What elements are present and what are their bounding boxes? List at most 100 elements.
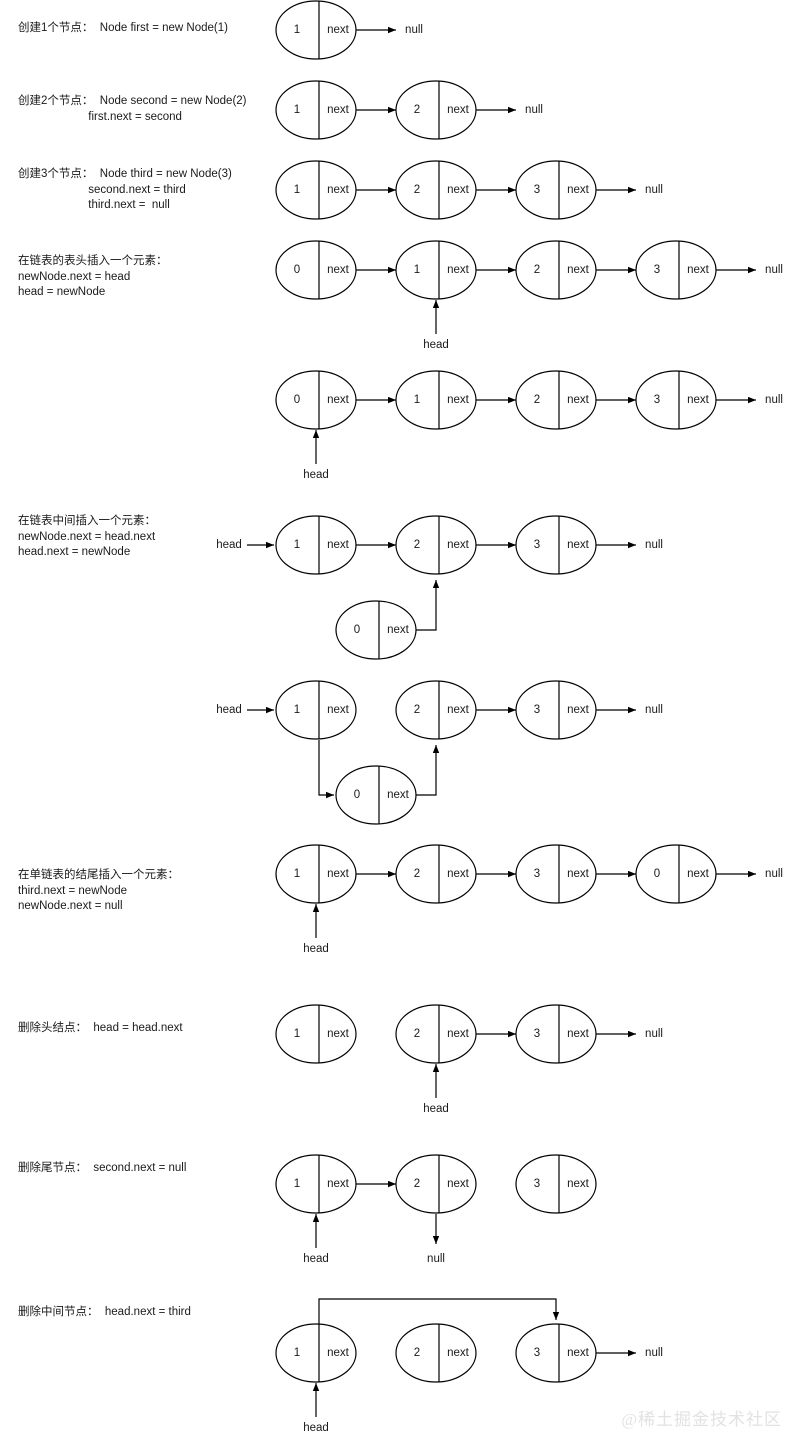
node-ellipse	[395, 844, 477, 904]
list-node[interactable]: 3 next	[635, 240, 717, 300]
node-ellipse	[395, 1154, 477, 1214]
node-ellipse	[515, 515, 597, 575]
node-value: 3	[654, 264, 660, 276]
null-label: null	[645, 184, 663, 196]
node-next-field: next	[327, 24, 350, 36]
node-value: 2	[414, 104, 420, 116]
caption-delete-middle: 删除中间节点： head.next = third	[18, 1305, 191, 1321]
node-value: 1	[294, 1178, 300, 1190]
caption-line: 删除尾节点： second.next = null	[18, 1162, 187, 1174]
node-next-field: next	[447, 539, 470, 551]
node-next-field: next	[447, 704, 470, 716]
node-ellipse	[275, 370, 357, 430]
head-label: head	[216, 539, 242, 551]
node-next-field: next	[387, 789, 410, 801]
node-next-field: next	[327, 104, 350, 116]
node-ellipse	[515, 370, 597, 430]
caption-line: newNode.next = null	[18, 900, 123, 912]
node-next-field: next	[447, 104, 470, 116]
node-next-field: next	[447, 1347, 470, 1359]
caption-line: first.next = second	[18, 110, 182, 123]
list-node[interactable]: 2 next	[395, 515, 477, 575]
null-label: null	[645, 1347, 663, 1359]
node-value: 2	[534, 264, 540, 276]
node-next-field: next	[567, 868, 590, 880]
node-next-field: next	[327, 1347, 350, 1359]
node-value: 1	[294, 184, 300, 196]
node-value: 1	[294, 704, 300, 716]
node-value: 1	[294, 1028, 300, 1040]
caption-create-3: 创建3个节点： Node third = new Node(3) second.…	[18, 167, 232, 214]
node-value: 0	[354, 789, 360, 801]
list-node[interactable]: 1 next	[275, 160, 357, 220]
list-node[interactable]: 2 next	[395, 80, 477, 140]
caption-line: 创建1个节点： Node first = new Node(1)	[18, 22, 228, 34]
node1-to-new-node	[318, 740, 334, 799]
node-ellipse	[275, 1323, 357, 1383]
node-next-field: next	[327, 184, 350, 196]
node-value: 1	[414, 394, 420, 406]
null-label: null	[645, 704, 663, 716]
null-label: null	[405, 24, 423, 36]
node-ellipse	[335, 765, 417, 825]
node-next-field: next	[567, 264, 590, 276]
node-ellipse	[275, 80, 357, 140]
list-node[interactable]: 2 next	[515, 240, 597, 300]
node-value: 3	[534, 704, 540, 716]
node-next-field: next	[567, 539, 590, 551]
node-value: 0	[294, 394, 300, 406]
head-label: head	[303, 469, 329, 481]
node-value: 2	[414, 539, 420, 551]
node-ellipse	[335, 600, 417, 660]
node-ellipse	[395, 1004, 477, 1064]
head-label: head	[303, 943, 329, 955]
null-label: null	[765, 868, 783, 880]
node-next-field: next	[687, 264, 710, 276]
node-ellipse	[395, 240, 477, 300]
list-node[interactable]: 0 next	[335, 765, 417, 825]
head-label: head	[216, 704, 242, 716]
caption-delete-head: 删除头结点： head = head.next	[18, 1021, 183, 1037]
node-ellipse	[515, 680, 597, 740]
new-node-to-node2	[416, 745, 440, 796]
node-value: 2	[414, 1178, 420, 1190]
node-next-field: next	[447, 868, 470, 880]
